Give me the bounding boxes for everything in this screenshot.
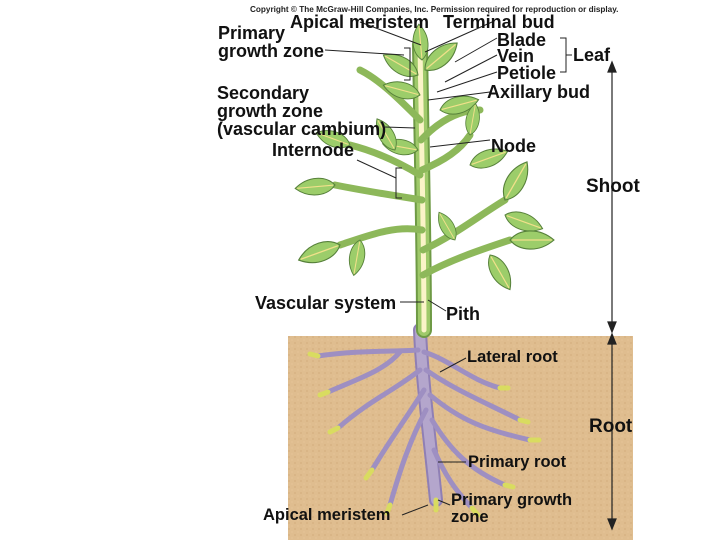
label-secondary-growth-zone: Secondary growth zone (vascular cambium): [217, 84, 386, 138]
root-system: [307, 323, 542, 518]
label-pith: Pith: [446, 304, 480, 324]
label-terminal-bud: Terminal bud: [443, 12, 555, 32]
label-primary-growth-zone-bottom: Primary growth zone: [451, 492, 572, 525]
pointer-lines: [324, 21, 572, 516]
shoot-root-arrows: [607, 60, 617, 531]
label-line: growth zone: [218, 41, 324, 61]
label-lateral-root: Lateral root: [467, 348, 558, 366]
stem: [331, 37, 514, 338]
label-axillary-bud: Axillary bud: [487, 82, 591, 102]
label-primary-root: Primary root: [468, 453, 567, 471]
label-shoot: Shoot: [586, 176, 640, 197]
label-leaf: Leaf: [573, 45, 611, 65]
copyright-notice: Copyright © The McGraw-Hill Companies, I…: [250, 5, 619, 14]
label-node: Node: [491, 136, 536, 156]
label-blade: Blade: [497, 30, 547, 50]
label-petiole: Petiole: [497, 63, 557, 83]
label-line: Secondary: [217, 83, 310, 103]
label-apical-meristem-bottom: Apical meristem: [263, 506, 391, 524]
label-apical-meristem-top: Apical meristem: [290, 12, 430, 32]
label-root: Root: [589, 416, 633, 437]
label-line: growth zone: [217, 101, 323, 121]
label-vein: Vein: [497, 46, 535, 66]
label-line: Primary: [218, 23, 286, 43]
label-line: zone: [451, 507, 489, 526]
label-line: (vascular cambium): [217, 119, 387, 139]
label-vascular-system: Vascular system: [255, 293, 397, 313]
label-line: Primary growth: [451, 491, 573, 509]
label-internode: Internode: [272, 140, 355, 160]
label-primary-growth-zone-top: Primary growth zone: [218, 24, 324, 60]
